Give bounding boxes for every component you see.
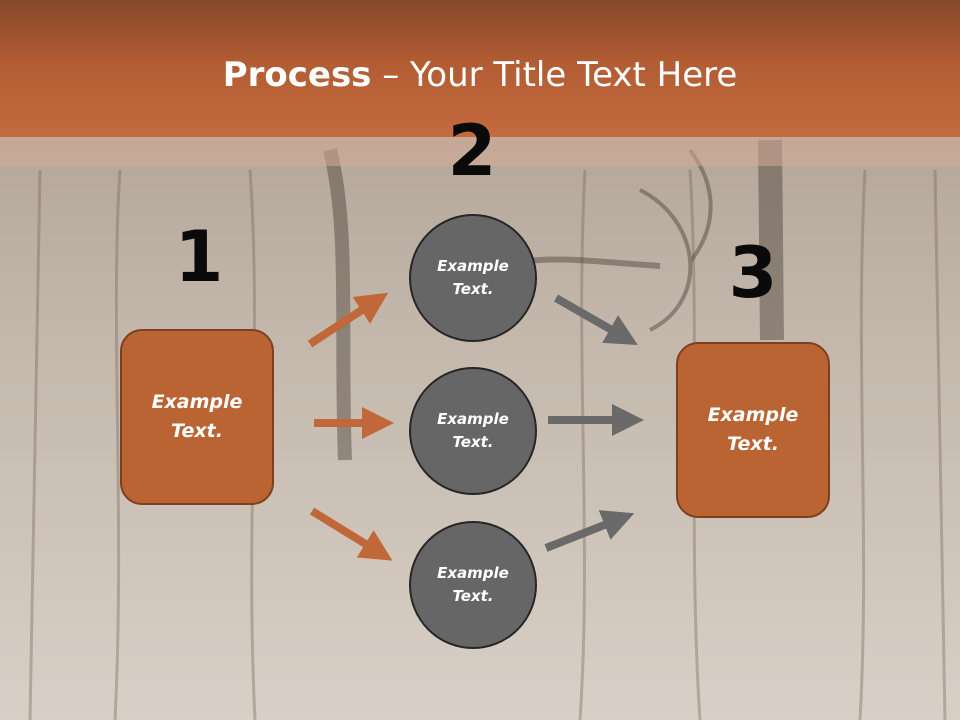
step-number-2: 2 [447,110,497,192]
step3-box-label: Example Text. [707,404,799,455]
slide-title: Process – Your Title Text Here [0,54,960,96]
title-bar [0,0,960,137]
circle-top-label: Example Text. [437,257,509,298]
arrow-top-to-right [554,294,638,345]
step2-circle-top: Example Text. [409,214,537,342]
title-bar-strip [0,137,960,166]
arrow-left-to-bottom [309,507,393,561]
step2-circle-bottom: Example Text. [409,521,537,649]
circle-middle-label: Example Text. [437,410,509,451]
title-bold: Process [222,55,372,95]
step2-circle-middle: Example Text. [409,367,537,495]
arrow-left-to-top [307,292,389,348]
arrow-bottom-to-right [544,510,635,552]
step-number-1: 1 [174,216,224,298]
title-rest: – Your Title Text Here [371,55,738,95]
step3-box: Example Text. [676,342,830,518]
step-number-3: 3 [728,232,778,314]
step1-box: Example Text. [120,329,274,505]
step1-box-label: Example Text. [151,391,243,442]
circle-bottom-label: Example Text. [437,564,509,605]
